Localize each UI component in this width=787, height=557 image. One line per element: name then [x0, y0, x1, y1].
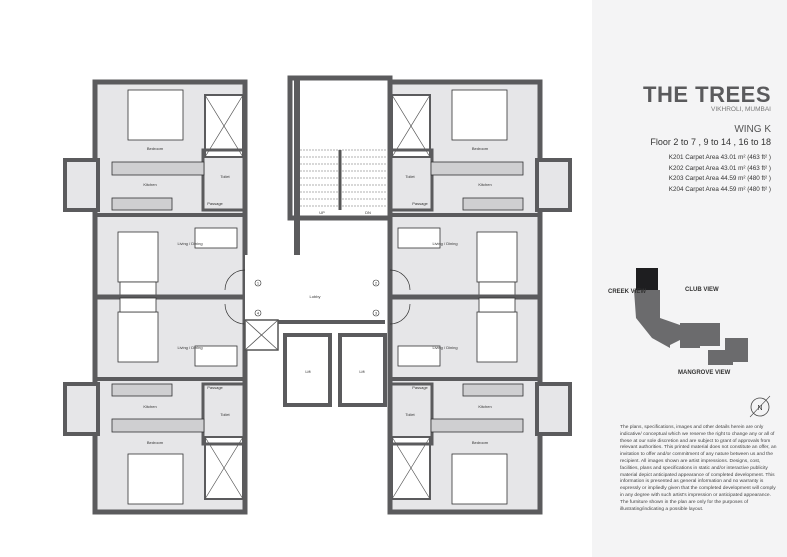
units [63, 79, 572, 515]
creek-view-label: CREEK VIEW [608, 289, 646, 295]
kitchen-counter [430, 418, 524, 433]
mangrove-view-label: MANGROVE VIEW [678, 370, 731, 376]
passage-label: Passage [207, 201, 223, 206]
door-swing [224, 269, 246, 291]
toilet [201, 382, 247, 446]
living-label: Living / Dining [432, 345, 457, 350]
floor-plan: Lobby Lift Lift UP DN 1 4 2 3 BedroomKit… [63, 75, 572, 515]
utility [63, 382, 100, 436]
toilet [388, 382, 434, 446]
lift-2 [338, 333, 387, 407]
bed [451, 453, 508, 505]
disclaimer-text: The plans, specifications, images and ot… [620, 425, 777, 512]
wing-k-highlight [636, 268, 658, 290]
kitchen-counter [111, 418, 205, 433]
carpet-areas: K201 Carpet Area 43.01 m² (463 ft² ) K20… [669, 153, 771, 195]
door-swing [389, 269, 411, 291]
sofa [478, 281, 516, 297]
unit-area-k204: K204 Carpet Area 44.59 m² (480 ft² ) [668, 185, 771, 193]
door-swing [224, 303, 246, 325]
svg-text:1: 1 [257, 281, 260, 286]
bedroom-label: Bedroom [472, 440, 489, 445]
rug [476, 231, 518, 283]
kitchen-label: Kitchen [143, 182, 156, 187]
unit-area-k201: K201 Carpet Area 43.01 m² (463 ft² ) [668, 154, 771, 161]
unit-marker-3: 3 [372, 309, 380, 317]
bed [127, 89, 184, 141]
passage-label: Passage [207, 385, 223, 390]
building-block-1 [634, 290, 680, 348]
dining-table [397, 345, 441, 367]
building-block-3 [708, 338, 748, 365]
floors-label: Floor 2 to 7 , 9 to 14 , 16 to 18 [650, 137, 771, 147]
unit-marker-2: 2 [372, 279, 380, 287]
club-view-label: CLUB VIEW [685, 287, 719, 293]
utility [535, 158, 572, 212]
toilet-label: Toilet [405, 174, 415, 179]
passage-label: Passage [412, 201, 428, 206]
utility [63, 158, 100, 212]
sofa [478, 297, 516, 313]
dining-table [194, 227, 238, 249]
rug [117, 311, 159, 363]
unit-area-k203: K203 Carpet Area 44.59 m² (480 ft² ) [668, 175, 771, 182]
svg-text:2: 2 [375, 281, 378, 286]
svg-text:N: N [757, 405, 762, 412]
bed [127, 453, 184, 505]
building-block-2 [680, 323, 720, 348]
door-swing [389, 303, 411, 325]
bedroom-label: Bedroom [472, 146, 489, 151]
unit-area-k202: K202 Carpet Area 43.01 m² (463 ft² ) [668, 164, 771, 172]
kitchen-label: Kitchen [478, 182, 491, 187]
rug [476, 311, 518, 363]
svg-text:4: 4 [257, 311, 260, 316]
lift-1 [283, 333, 332, 407]
utility [535, 382, 572, 436]
unit-marker-4: 4 [254, 309, 262, 317]
kitchen-label: Kitchen [478, 404, 491, 409]
lift-2-label: Lift [359, 369, 365, 374]
svg-text:3: 3 [375, 311, 378, 316]
sofa [119, 281, 157, 297]
info-panel [592, 0, 787, 557]
north-compass-icon: N [749, 395, 771, 418]
living-label: Living / Dining [432, 241, 457, 246]
stair-treads [297, 149, 387, 207]
lift-1-label: Lift [305, 369, 311, 374]
toilet [201, 148, 247, 212]
toilet-label: Toilet [405, 412, 415, 417]
kitchen-counter [430, 161, 524, 176]
toilet-label: Toilet [220, 174, 230, 179]
kitchen-label: Kitchen [143, 404, 156, 409]
rug [117, 231, 159, 283]
unit-k201 [63, 79, 248, 300]
bed [451, 89, 508, 141]
project-title: THE TREES [643, 82, 771, 107]
bedroom-label: Bedroom [147, 440, 164, 445]
kitchen-counter [111, 161, 205, 176]
unit-k202 [387, 79, 572, 300]
bedroom-label: Bedroom [147, 146, 164, 151]
living-label: Living / Dining [177, 241, 202, 246]
unit-k203 [387, 294, 572, 515]
passage-label: Passage [412, 385, 428, 390]
unit-k204 [63, 294, 248, 515]
sofa [119, 297, 157, 313]
stair-down-label: DN [365, 210, 371, 215]
living-label: Living / Dining [177, 345, 202, 350]
project-location: VIKHROLI, MUMBAI [711, 106, 771, 113]
lobby [245, 255, 385, 320]
toilet-label: Toilet [220, 412, 230, 417]
wing-label: WING K [734, 124, 771, 135]
dining-table [194, 345, 238, 367]
stair-up-label: UP [319, 210, 325, 215]
unit-marker-1: 1 [254, 279, 262, 287]
core: Lobby Lift Lift UP DN 1 4 2 3 [244, 75, 393, 407]
key-plan: CREEK VIEW CLUB VIEW MANGROVE VIEW N [608, 268, 771, 418]
dining-table [397, 227, 441, 249]
lobby-label: Lobby [310, 294, 321, 299]
